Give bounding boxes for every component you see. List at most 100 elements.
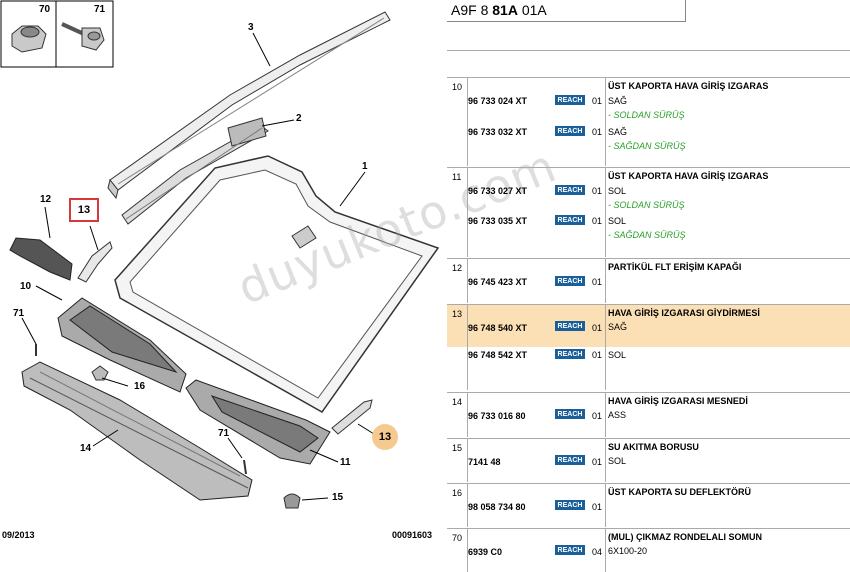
callout-12: 12 (40, 194, 52, 205)
part-desc: ÜST KAPORTA HAVA GİRİŞ IZGARAS (608, 81, 769, 91)
callout-13-badge[interactable]: 13 (372, 424, 398, 450)
part-side: SOL (608, 350, 627, 360)
reach-badge: REACH (555, 185, 585, 195)
reach-badge: REACH (555, 409, 585, 419)
reach-badge: REACH (555, 126, 585, 136)
drive-note: - SAĞDAN SÜRÜŞ (608, 141, 686, 151)
part-number[interactable]: 6939 C0 (468, 547, 503, 557)
part-row-15[interactable]: 15 SU AKITMA BORUSU 7141 48 REACH 01 SOL (447, 438, 850, 482)
parts-drawing (0, 0, 440, 509)
part-number[interactable]: 96 745 423 XT (468, 277, 528, 287)
callout-15: 15 (332, 492, 344, 503)
quantity: 01 (592, 127, 603, 137)
quantity: 01 (592, 216, 603, 226)
quantity: 01 (592, 457, 603, 467)
part-side: SAĞ (608, 322, 628, 332)
code-bold: 81A (492, 2, 518, 18)
callout-2: 2 (296, 113, 302, 124)
part-number[interactable]: 96 733 027 XT (468, 186, 528, 196)
part-row-13-second[interactable]: 96 748 542 XT REACH 01 SOL (447, 346, 850, 390)
trim-13-right-drawing (331, 399, 373, 435)
diagram-date: 09/2013 (2, 530, 35, 540)
drive-note: - SAĞDAN SÜRÜŞ (608, 230, 686, 240)
deflector-16-drawing (91, 365, 109, 381)
part-side: SAĞ (608, 127, 628, 137)
callout-16: 16 (134, 381, 146, 392)
part-row-70[interactable]: 70 (MUL) ÇIKMAZ RONDELALI SOMUN 6939 C0 … (447, 528, 850, 572)
ref-number: 16 (452, 488, 463, 498)
seal-3-drawing (107, 11, 391, 200)
quantity: 01 (592, 277, 603, 287)
part-number[interactable]: 98 058 734 80 (468, 502, 526, 512)
code-line: A9F 8 81A 01A (451, 2, 547, 18)
callout-11: 11 (340, 457, 351, 468)
reach-badge: REACH (555, 545, 585, 555)
part-desc: (MUL) ÇIKMAZ RONDELALI SOMUN (608, 532, 762, 542)
header-divider (447, 50, 850, 51)
callout-3: 3 (248, 22, 254, 33)
part-side: SOL (608, 186, 627, 196)
callout-10: 10 (20, 281, 32, 292)
code-suffix: 01A (521, 2, 547, 18)
quantity: 01 (592, 350, 603, 360)
callout-71-left: 71 (13, 308, 25, 319)
part-number[interactable]: 96 733 024 XT (468, 96, 528, 106)
support-14-drawing (21, 361, 253, 501)
grille-10-drawing (57, 297, 187, 393)
reach-badge: REACH (555, 349, 585, 359)
part-desc: ÜST KAPORTA HAVA GİRİŞ IZGARAS (608, 171, 769, 181)
part-row-14[interactable]: 14 HAVA GİRİŞ IZGARASI MESNEDİ 96 733 01… (447, 392, 850, 437)
screw-71-right-drawing (243, 459, 247, 475)
callout-70: 70 (39, 4, 51, 15)
callout-13-highlighted[interactable]: 13 (69, 198, 99, 222)
callout-1: 1 (362, 161, 368, 172)
reach-badge: REACH (555, 500, 585, 510)
reach-badge: REACH (555, 321, 585, 331)
ref-number: 14 (452, 397, 463, 407)
quantity: 01 (592, 411, 603, 421)
part-number[interactable]: 96 733 016 80 (468, 411, 526, 421)
part-number[interactable]: 96 748 542 XT (468, 350, 528, 360)
diagram-code-header: A9F 8 81A 01A (447, 0, 686, 22)
part-side: ASS (608, 410, 627, 420)
part-number[interactable]: 7141 48 (468, 457, 501, 467)
drive-note: - SOLDAN SÜRÜŞ (608, 110, 685, 120)
reach-badge: REACH (555, 276, 585, 286)
callout-71-box: 71 (94, 4, 106, 15)
part-row-16[interactable]: 16 ÜST KAPORTA SU DEFLEKTÖRÜ 98 058 734 … (447, 483, 850, 527)
quantity: 01 (592, 502, 603, 512)
part-side: SAĞ (608, 96, 628, 106)
screw-71-drawing (61, 22, 105, 51)
part-number[interactable]: 96 748 540 XT (468, 323, 528, 333)
part-side: SOL (608, 456, 627, 466)
exploded-parts-diagram: 70 71 3 2 1 12 13 10 71 16 14 13 71 11 1… (0, 0, 564, 540)
quantity: 01 (592, 186, 603, 196)
code-prefix: A9F 8 (451, 2, 489, 18)
drive-note: - SOLDAN SÜRÜŞ (608, 200, 685, 210)
tube-15-drawing (283, 493, 301, 509)
part-row-12[interactable]: 12 PARTİKÜL FLT ERİŞİM KAPAĞI 96 745 423… (447, 258, 850, 303)
part-row-10[interactable]: 10 ÜST KAPORTA HAVA GİRİŞ IZGARAS 96 733… (447, 77, 850, 166)
reach-badge: REACH (555, 95, 585, 105)
part-desc: HAVA GİRİŞ IZGARASI MESNEDİ (608, 396, 748, 406)
grille-11-drawing (185, 379, 331, 465)
cover-12-drawing (9, 237, 73, 281)
parts-list-panel: A9F 8 81A 01A 10 ÜST KAPORTA HAVA GİRİŞ … (447, 0, 850, 572)
part-number[interactable]: 96 733 035 XT (468, 216, 528, 226)
reach-badge: REACH (555, 215, 585, 225)
windscreen-1-drawing (114, 155, 440, 413)
leader-lines (21, 32, 375, 501)
reach-badge: REACH (555, 455, 585, 465)
ref-number: 13 (452, 309, 463, 319)
part-row-13-highlighted[interactable]: 13 HAVA GİRİŞ IZGARASI GİYDİRMESİ 96 748… (447, 304, 850, 347)
part-number[interactable]: 96 733 032 XT (468, 127, 528, 137)
part-side: SOL (608, 216, 627, 226)
callout-14: 14 (80, 443, 92, 454)
part-desc: SU AKITMA BORUSU (608, 442, 699, 452)
ref-number: 10 (452, 82, 463, 92)
part-row-11[interactable]: 11 ÜST KAPORTA HAVA GİRİŞ IZGARAS 96 733… (447, 167, 850, 257)
seal-2-drawing (121, 117, 269, 225)
ref-number: 11 (452, 172, 462, 182)
quantity: 04 (592, 547, 603, 557)
diagram-code: 00091603 (392, 530, 433, 540)
